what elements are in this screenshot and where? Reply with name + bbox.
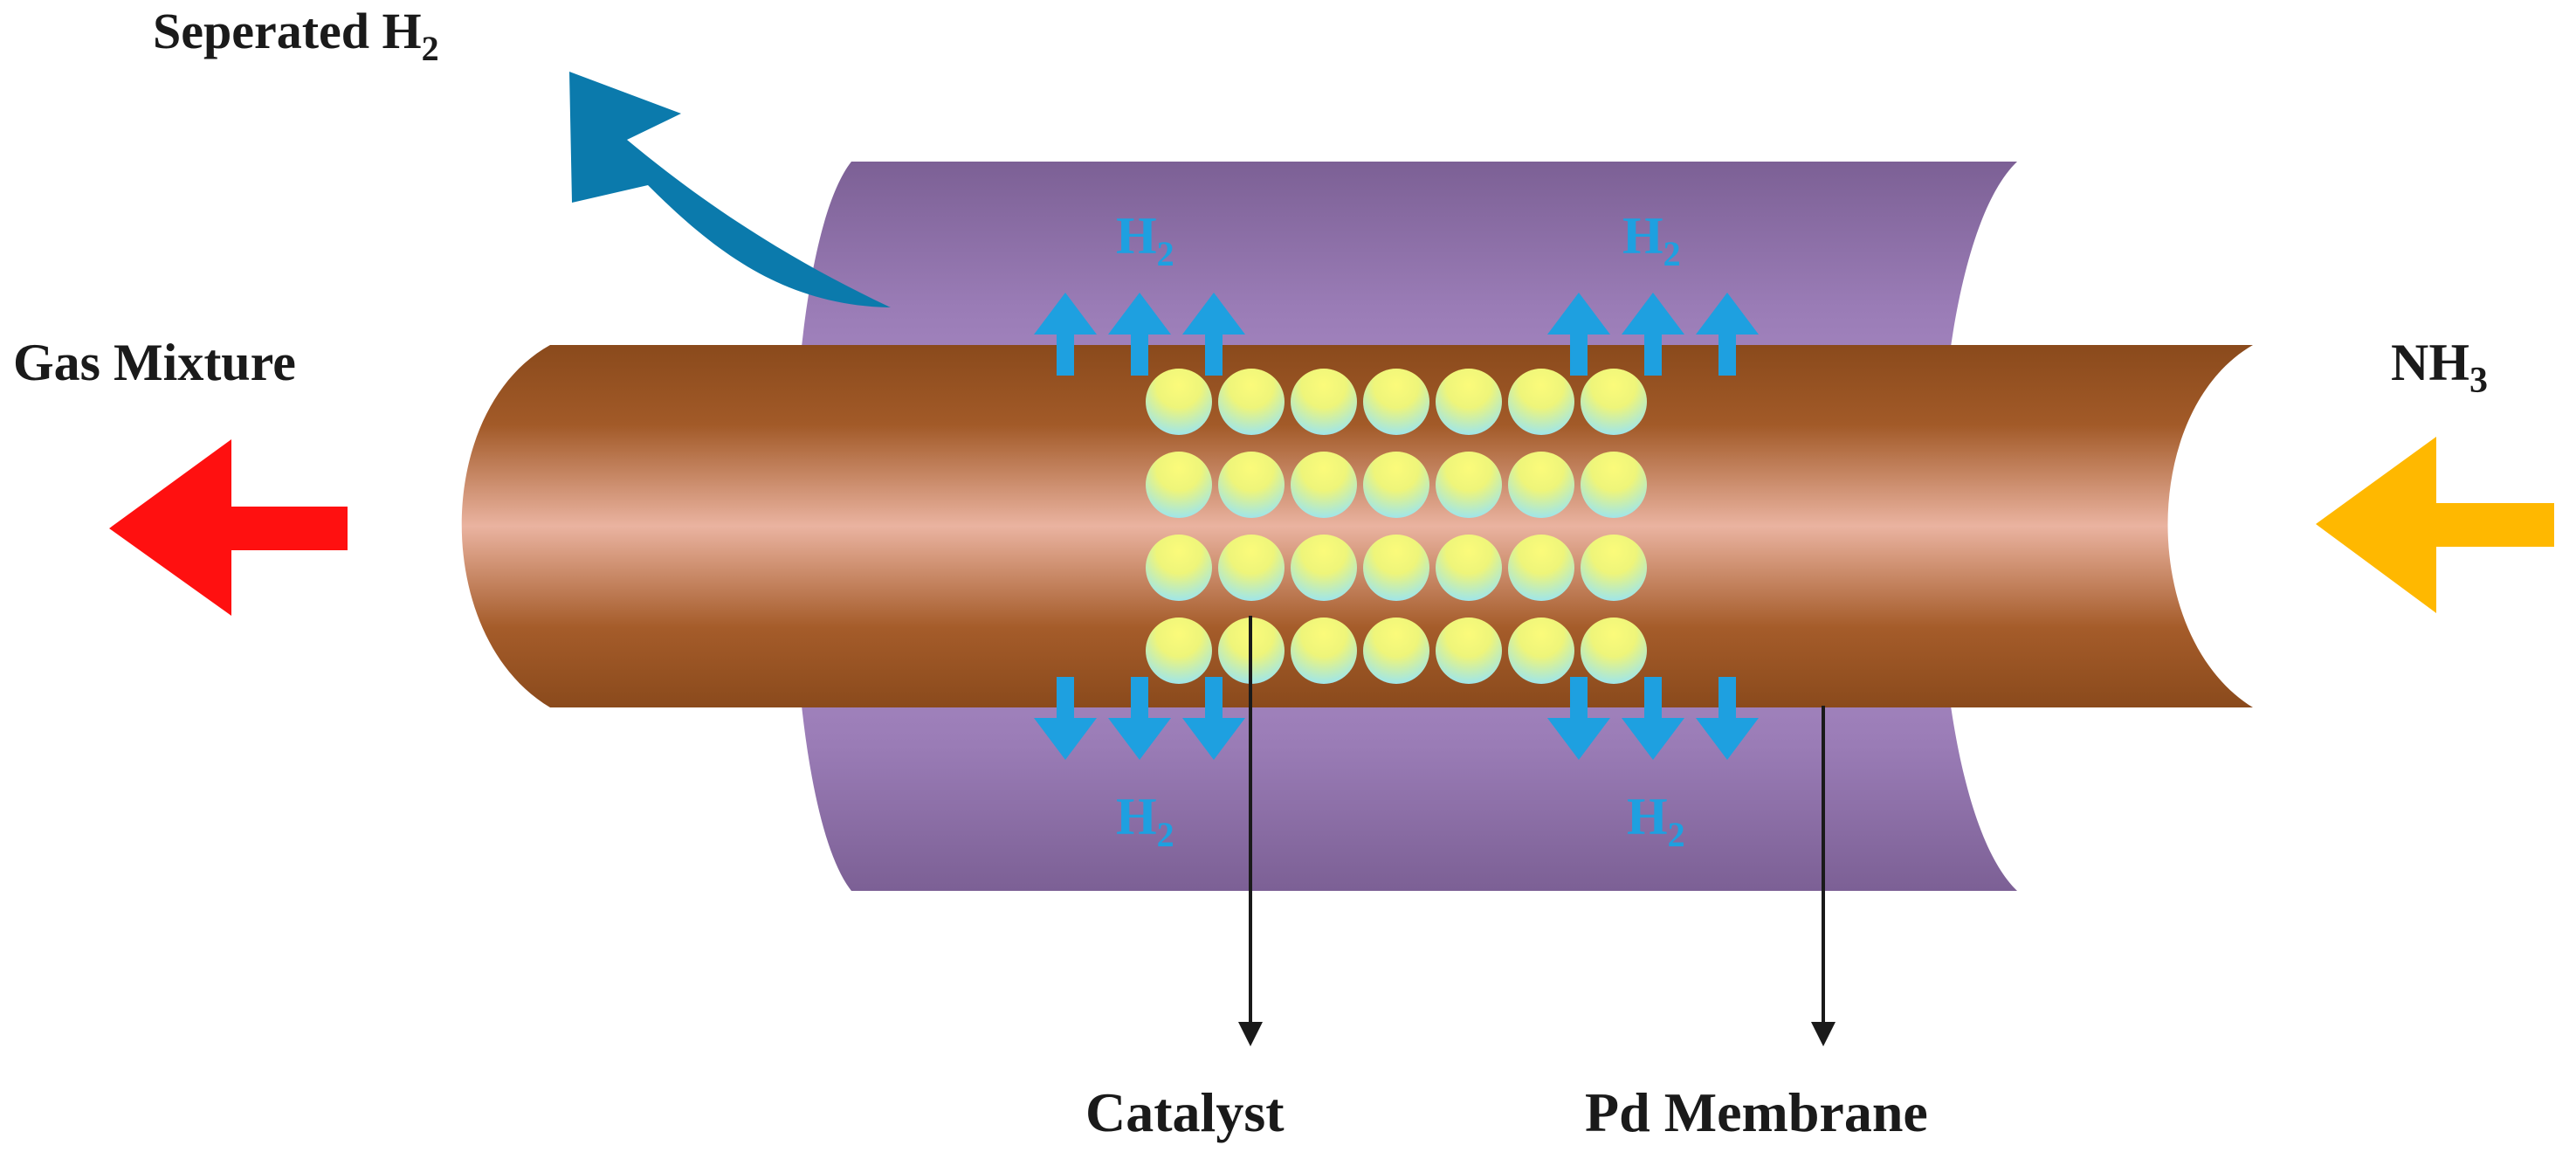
catalyst-particle — [1508, 452, 1574, 518]
pd-membrane-tube — [461, 345, 2253, 707]
h2-down-arrow — [1182, 677, 1245, 760]
h2-up-arrow — [1182, 293, 1245, 376]
catalyst-particle — [1218, 452, 1285, 518]
nh3-arrow — [2316, 437, 2554, 613]
h2-down-arrow — [1547, 677, 1610, 760]
catalyst-particle — [1363, 535, 1429, 601]
catalyst-particle — [1218, 369, 1285, 435]
catalyst-particle — [1291, 617, 1357, 684]
catalyst-label: Catalyst — [1085, 1081, 1285, 1143]
h2-down-arrow — [1034, 677, 1097, 760]
catalyst-particle — [1581, 617, 1647, 684]
catalyst-particle — [1291, 452, 1357, 518]
catalyst-particle — [1146, 617, 1212, 684]
catalyst-particle — [1436, 535, 1502, 601]
pd-membrane-pointer — [1811, 706, 1836, 1046]
h2-down-arrow — [1108, 677, 1171, 760]
catalyst-particle — [1146, 369, 1212, 435]
gas-mixture-arrow — [109, 439, 348, 616]
catalyst-pointer — [1238, 616, 1263, 1046]
catalyst-particle — [1436, 617, 1502, 684]
separated-h2-arrow — [569, 72, 891, 307]
catalyst-particle — [1436, 369, 1502, 435]
catalyst-particle — [1218, 535, 1285, 601]
catalyst-particle — [1146, 535, 1212, 601]
separated-h2-label: Seperated H2 — [153, 3, 439, 68]
catalyst-particle — [1436, 452, 1502, 518]
h2-label-upper-left: H2 — [1116, 207, 1174, 273]
catalyst-particle — [1581, 535, 1647, 601]
h2-flow-arrows — [1034, 293, 1759, 760]
catalyst-particle — [1363, 369, 1429, 435]
catalyst-particle — [1363, 617, 1429, 684]
h2-up-arrow — [1108, 293, 1171, 376]
gas-mixture-label: Gas Mixture — [13, 334, 296, 391]
h2-label-lower-right: H2 — [1627, 788, 1685, 854]
nh3-label: NH3 — [2391, 334, 2488, 401]
h2-up-arrow — [1034, 293, 1097, 376]
h2-label-upper-right: H2 — [1622, 207, 1681, 273]
catalyst-particle — [1581, 369, 1647, 435]
catalyst-particle — [1508, 617, 1574, 684]
h2-down-arrow — [1622, 677, 1684, 760]
h2-down-arrow — [1696, 677, 1759, 760]
h2-up-arrow — [1696, 293, 1759, 376]
catalyst-particle — [1291, 369, 1357, 435]
catalyst-particle — [1363, 452, 1429, 518]
h2-up-arrow — [1547, 293, 1610, 376]
catalyst-particle — [1291, 535, 1357, 601]
pd-membrane-label: Pd Membrane — [1585, 1081, 1928, 1143]
catalyst-particle — [1508, 369, 1574, 435]
h2-label-lower-left: H2 — [1116, 788, 1174, 854]
catalyst-particle — [1508, 535, 1574, 601]
h2-up-arrow — [1622, 293, 1684, 376]
catalyst-particle — [1581, 452, 1647, 518]
catalyst-particle — [1146, 452, 1212, 518]
